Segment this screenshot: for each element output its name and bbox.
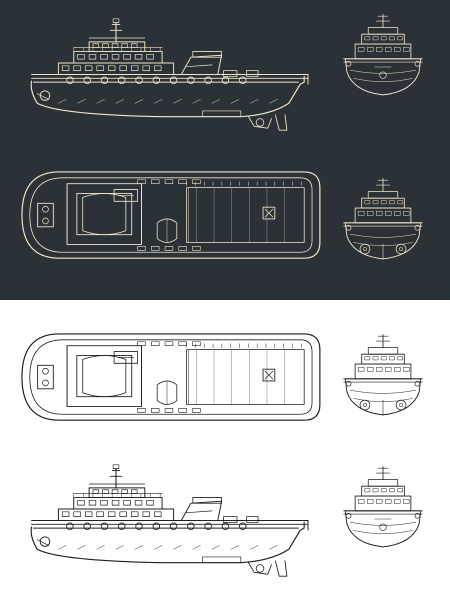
dark-blueprint-drawing [0,0,450,300]
panel-background [0,0,450,300]
stern-elevation-view [343,466,423,548]
deck-plan-view [21,333,321,421]
bow-elevation-view [343,334,423,416]
light-blueprint-panel [0,300,450,600]
stern-elevation-view [343,14,423,96]
deck-plan-view [21,171,321,259]
bow-elevation-view [343,178,423,260]
panel-background [0,300,450,600]
side-profile-view [30,18,309,131]
side-profile-view [30,464,309,577]
light-blueprint-drawing [0,300,450,600]
dark-blueprint-panel [0,0,450,300]
